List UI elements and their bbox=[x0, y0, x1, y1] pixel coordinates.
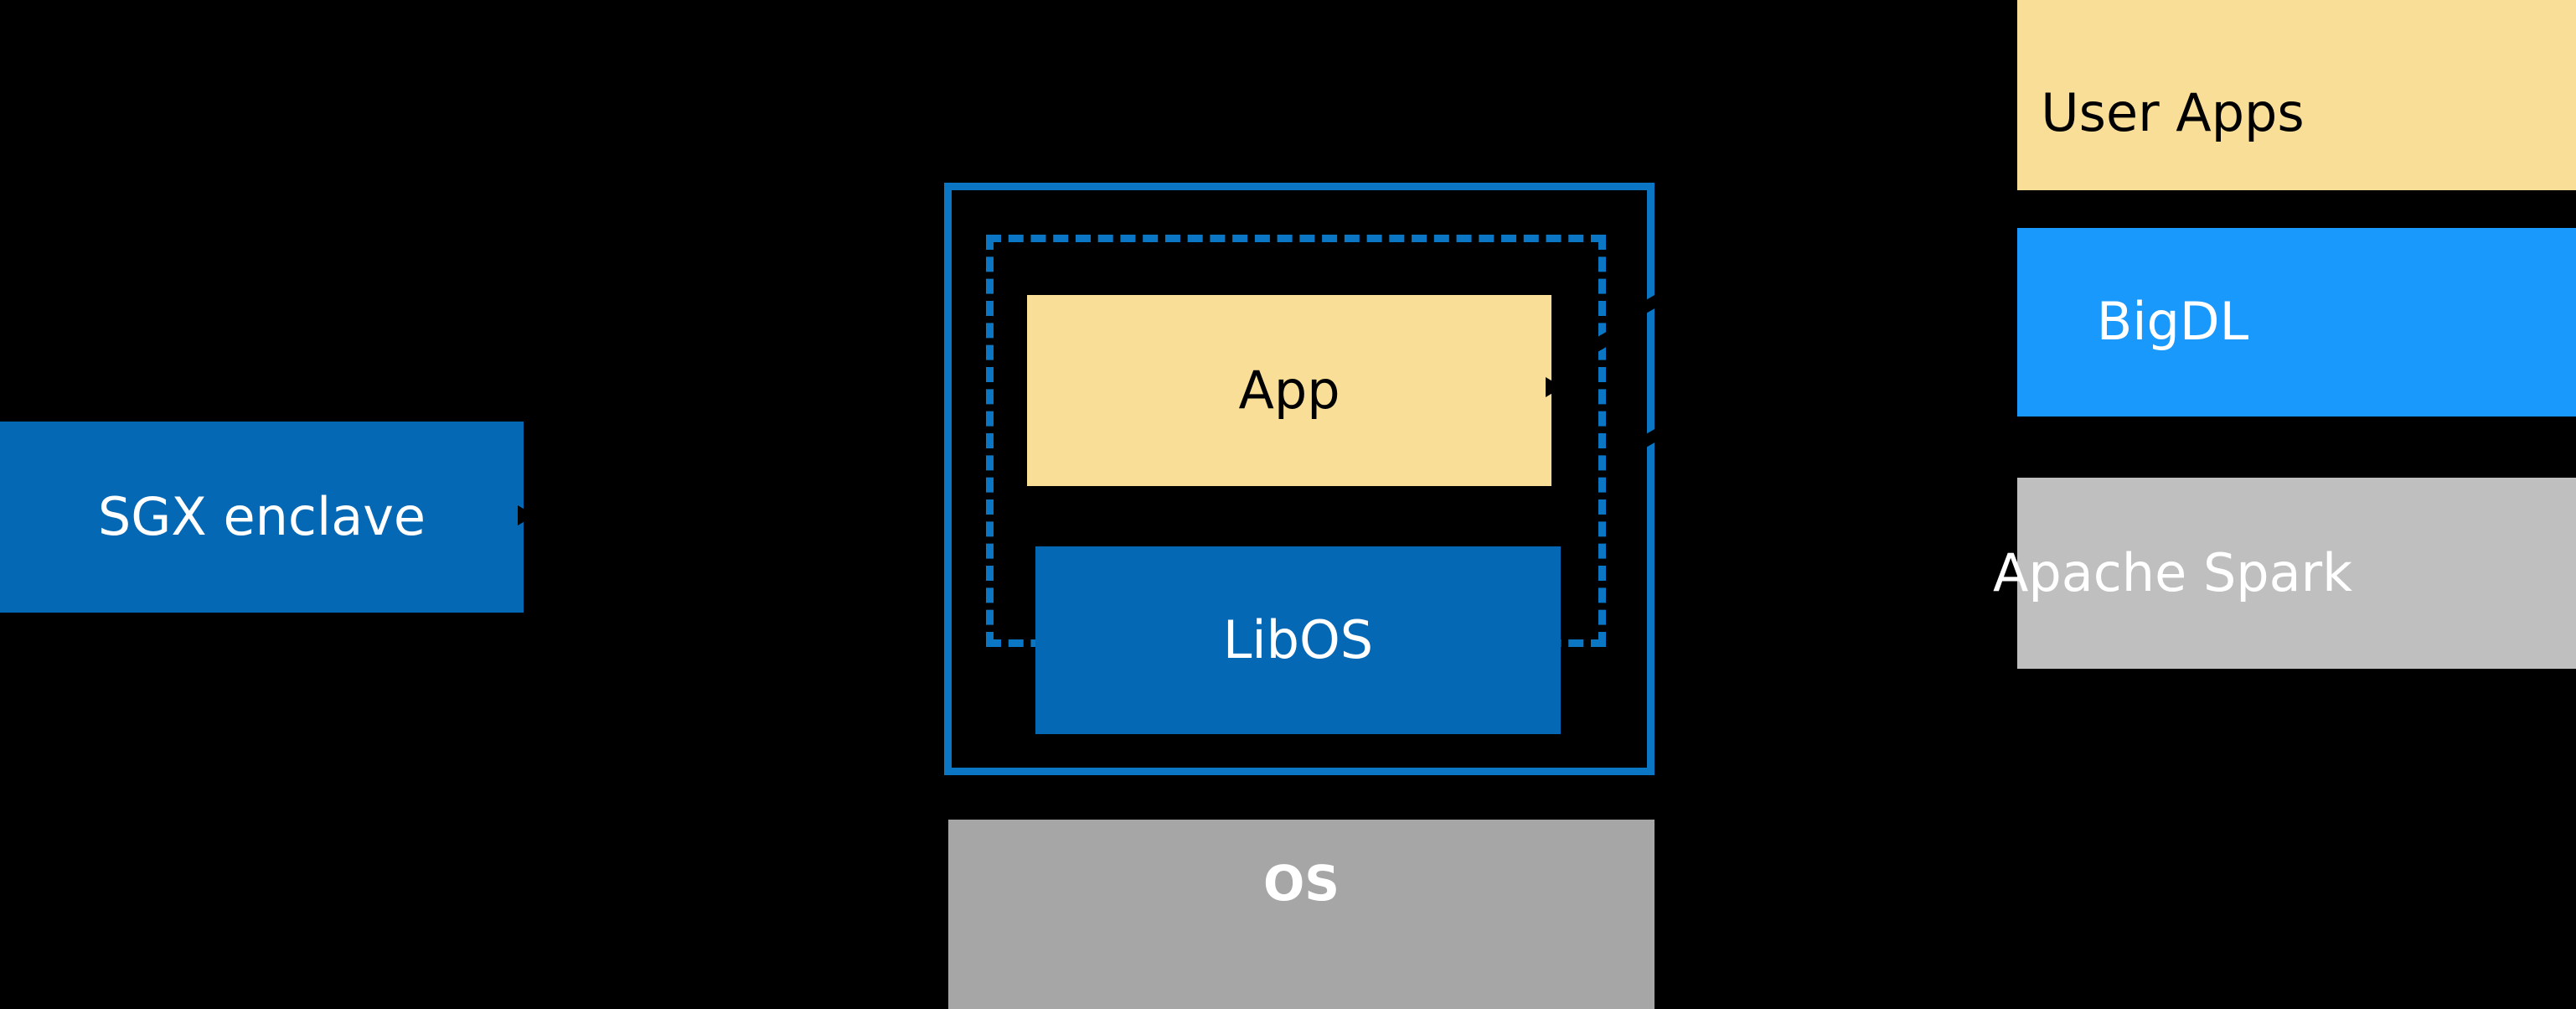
libos-label: LibOS bbox=[1222, 608, 1374, 670]
user-apps-box[interactable]: User Apps bbox=[2017, 0, 2576, 190]
sgx-enclave-label: SGX enclave bbox=[97, 485, 426, 547]
sgx-enclave-box[interactable]: SGX enclave bbox=[0, 422, 524, 613]
libos-box[interactable]: LibOS bbox=[1035, 546, 1561, 734]
enclave-boundary-solid-frame bbox=[944, 183, 1655, 775]
bigdl-label: BigDL bbox=[2096, 291, 2249, 353]
sgx-enclave-arrow-icon bbox=[518, 505, 534, 525]
app-label: App bbox=[1238, 359, 1340, 421]
bigdl-box[interactable]: BigDL bbox=[2017, 228, 2576, 417]
os-box[interactable]: OS bbox=[948, 820, 1655, 1009]
app-box[interactable]: App bbox=[1027, 295, 1551, 486]
user-apps-label: User Apps bbox=[2041, 81, 2305, 143]
apache-spark-box[interactable]: Apache Spark bbox=[1993, 478, 2576, 669]
apache-spark-label: Apache Spark bbox=[1992, 541, 2353, 603]
app-arrow-icon bbox=[1546, 377, 1562, 397]
os-label: OS bbox=[1262, 855, 1340, 912]
